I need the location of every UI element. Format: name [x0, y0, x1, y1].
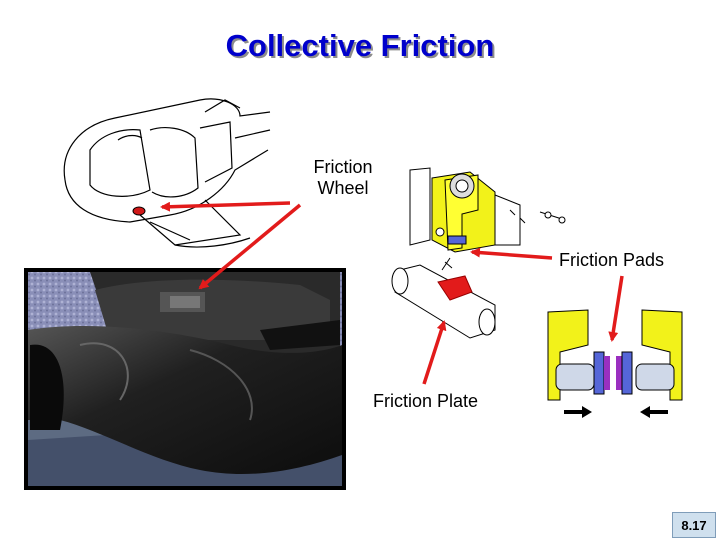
- collective-photo: [24, 268, 346, 490]
- friction-pads-label: Friction Pads: [556, 249, 668, 272]
- helicopter-drawing: [63, 98, 271, 248]
- friction-plate-label: Friction Plate: [370, 390, 482, 413]
- arrow-pads-to-assembly: [470, 247, 553, 260]
- page-number: 8.17: [672, 512, 716, 538]
- arrow-pads-to-detail: [608, 275, 624, 342]
- arrow-plate-to-tube: [422, 320, 447, 385]
- friction-wheel-label-line2: Wheel: [317, 178, 369, 198]
- collective-tube: [391, 264, 496, 339]
- friction-pads-detail: [547, 309, 683, 418]
- arrow-wheel-to-helicopter: [160, 201, 291, 212]
- friction-wheel-dot: [132, 206, 146, 216]
- friction-wheel-label: Friction Wheel: [302, 156, 384, 200]
- friction-wheel-assembly: [409, 167, 566, 271]
- pointer-arrows: [160, 201, 624, 385]
- friction-wheel-label-line1: Friction: [313, 157, 373, 177]
- arrow-wheel-to-photo: [198, 203, 302, 290]
- slide-title: Collective Friction: [225, 28, 495, 63]
